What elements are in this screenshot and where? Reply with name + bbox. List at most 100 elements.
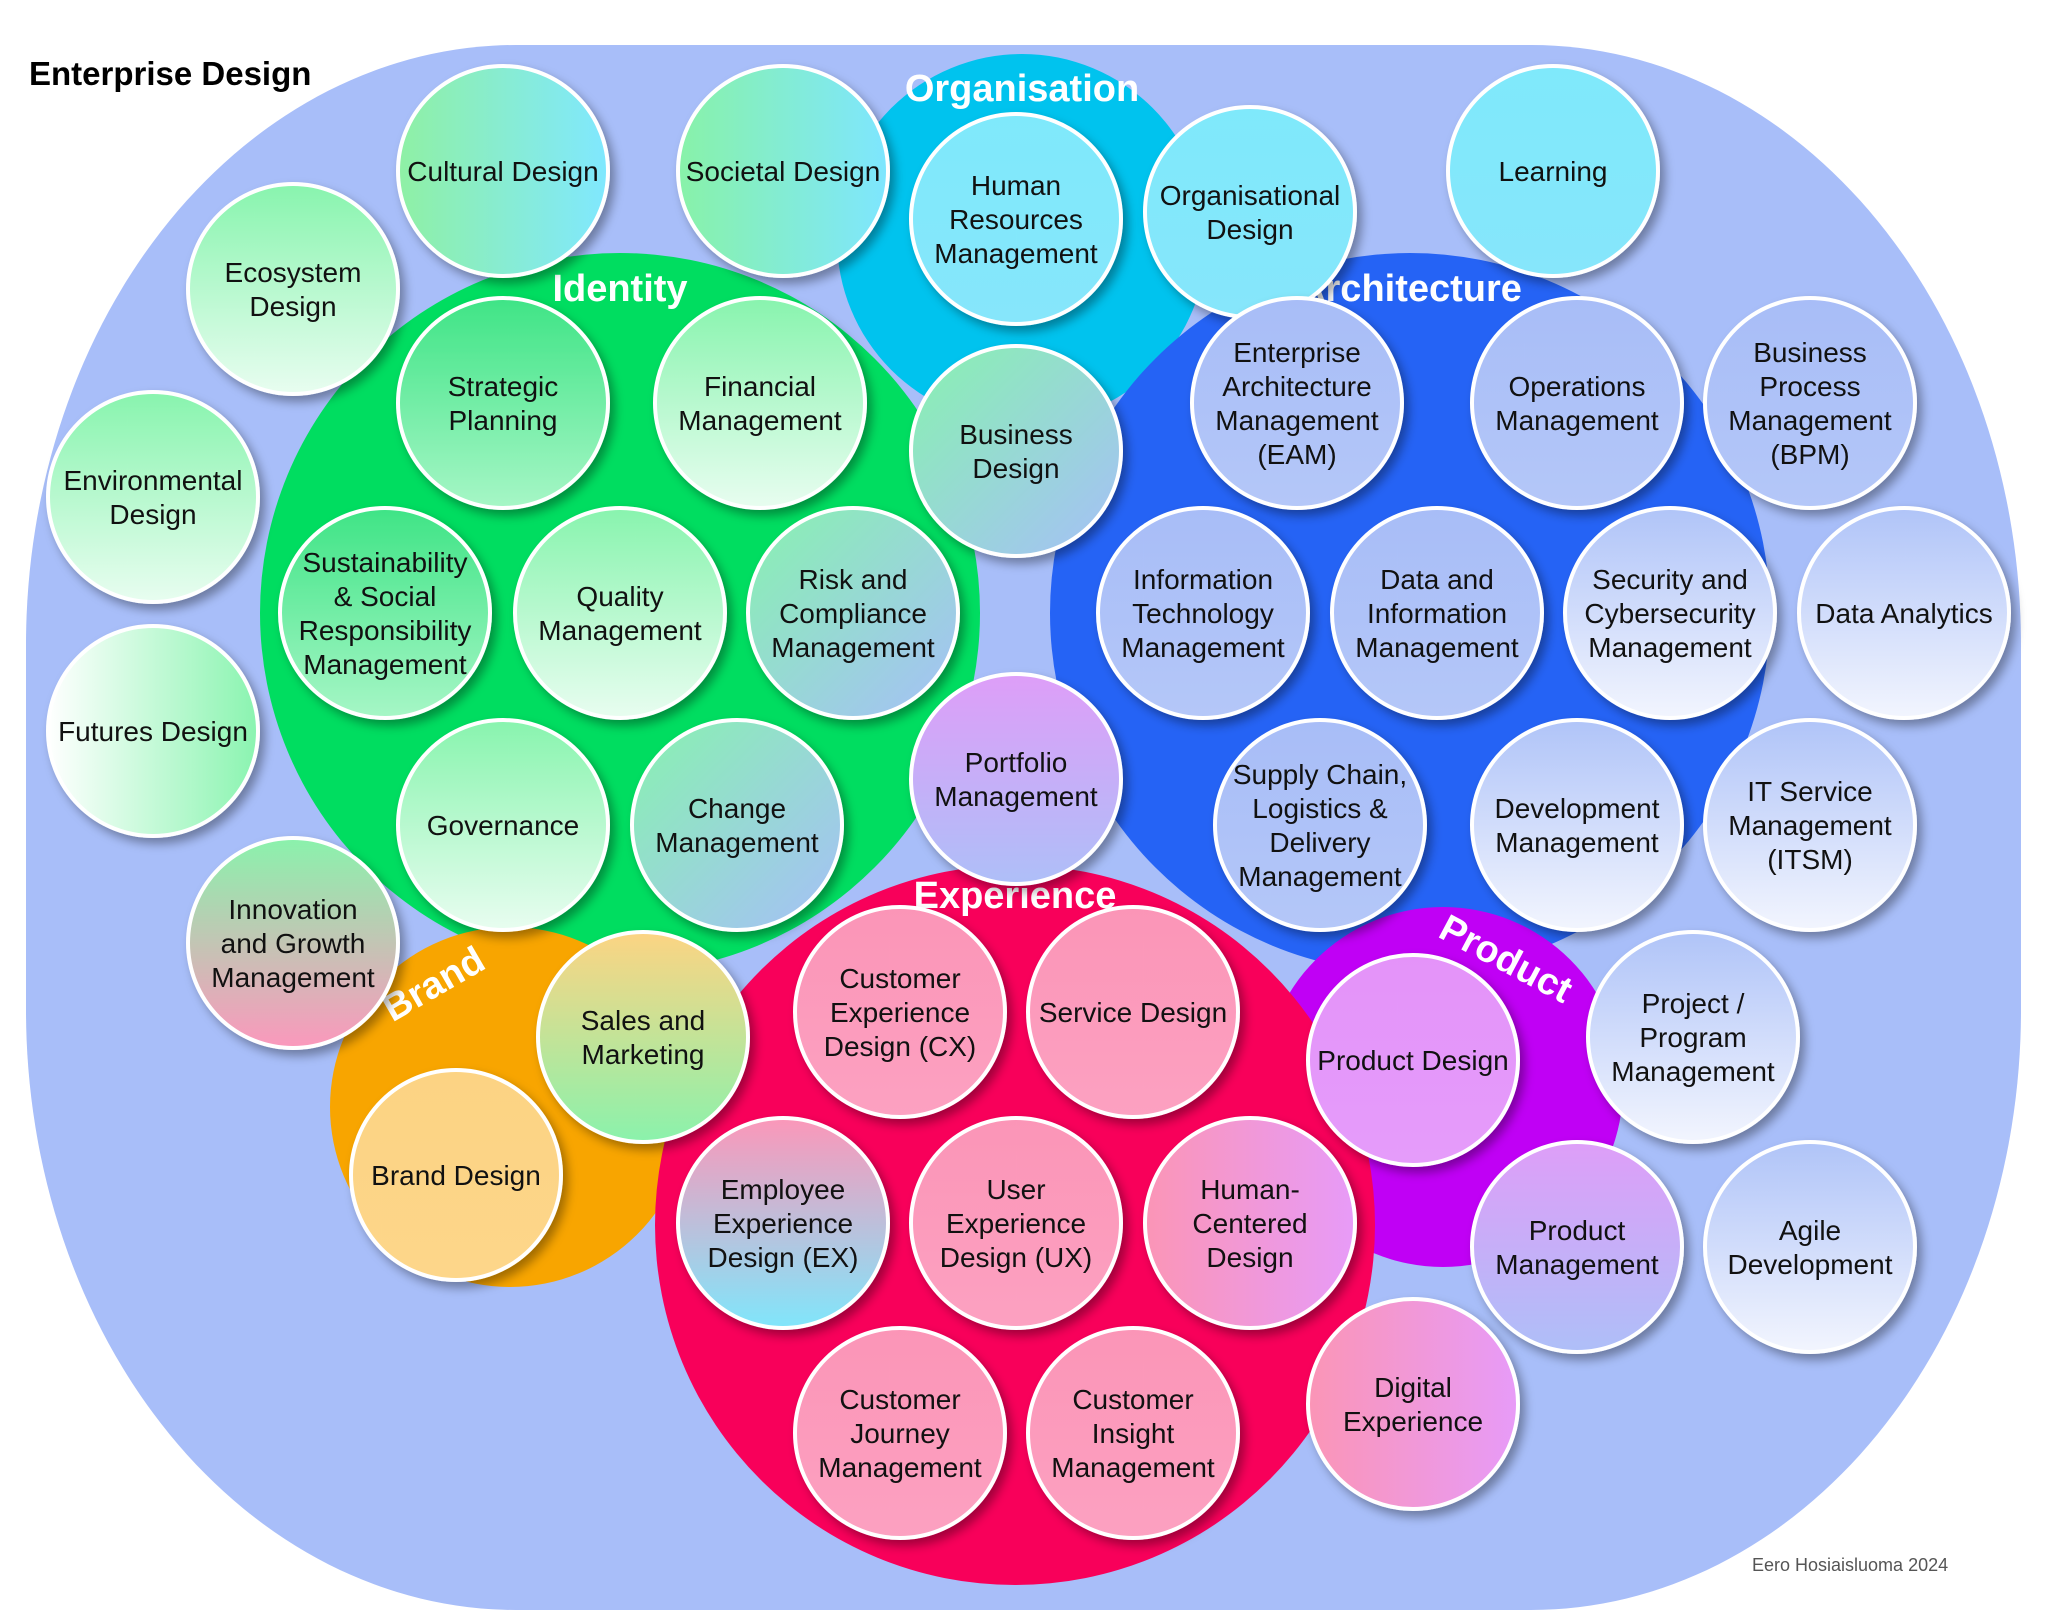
node-label-line: Management [211, 962, 375, 993]
node-label-line: IT Service [1747, 776, 1873, 807]
node-product-design: Product Design [1306, 953, 1520, 1167]
node-label-line: (EAM) [1257, 439, 1336, 470]
group-label-organisation: Organisation [905, 68, 1139, 110]
node-label-societal-design: Societal Design [686, 156, 881, 187]
node-circle-supply-chain-management [1213, 718, 1427, 932]
node-label-governance: Governance [427, 810, 580, 841]
node-circle-user-experience-design [909, 1116, 1123, 1330]
node-label-line: Environmental [64, 465, 243, 496]
node-label-line: Management [771, 632, 935, 663]
node-learning: Learning [1446, 64, 1660, 278]
node-label-line: Customer [839, 1384, 960, 1415]
node-label-line: Experience [713, 1208, 853, 1239]
node-label-line: Delivery [1269, 827, 1370, 858]
node-label-line: Design [972, 453, 1059, 484]
node-circle-digital-experience [1306, 1297, 1520, 1511]
node-futures-design: Futures Design [46, 624, 260, 838]
node-cultural-design: Cultural Design [396, 64, 610, 278]
node-label-line: Compliance [779, 598, 927, 629]
node-circle-business-process-management [1703, 296, 1917, 510]
node-label-line: Data Analytics [1815, 598, 1992, 629]
node-label-line: Experience [1343, 1406, 1483, 1437]
node-label-line: Marketing [582, 1039, 705, 1070]
node-circle-it-service-management [1703, 718, 1917, 932]
node-circle-agile-development [1703, 1140, 1917, 1354]
node-label-line: Service Design [1039, 997, 1227, 1028]
node-label-line: Governance [427, 810, 580, 841]
node-circle-information-technology-management [1096, 506, 1310, 720]
node-societal-design: Societal Design [676, 64, 890, 278]
node-label-line: Process [1759, 371, 1860, 402]
node-label-line: Sales and [581, 1005, 706, 1036]
node-label-product-design: Product Design [1317, 1045, 1508, 1076]
node-label-line: Management [678, 405, 842, 436]
node-label-line: Management [818, 1452, 982, 1483]
node-label-line: Management [538, 615, 702, 646]
node-circle-governance [396, 718, 610, 932]
node-label-line: Data and [1380, 564, 1494, 595]
node-label-line: Risk and [799, 564, 908, 595]
node-circle-human-centered-design [1143, 1116, 1357, 1330]
node-circle-employee-experience-design [676, 1116, 890, 1330]
node-label-line: Futures Design [58, 716, 248, 747]
node-circle-organisational-design [1143, 105, 1357, 319]
node-circle-data-analytics [1797, 506, 2011, 720]
node-label-line: Design [1206, 1242, 1293, 1273]
node-label-line: Operations [1509, 371, 1646, 402]
node-label-line: Management [1215, 405, 1379, 436]
node-label-line: Journey [850, 1418, 950, 1449]
node-label-line: Management [1728, 810, 1892, 841]
node-label-line: Strategic [448, 371, 559, 402]
node-circle-service-design [1026, 905, 1240, 1119]
node-label-line: Management [934, 781, 1098, 812]
node-label-line: and Growth [221, 928, 366, 959]
node-circle-learning [1446, 64, 1660, 278]
node-label-line: Quality [576, 581, 663, 612]
node-circle-quality-management [513, 506, 727, 720]
node-label-line: (BPM) [1770, 439, 1849, 470]
node-label-line: Digital [1374, 1372, 1452, 1403]
node-label-line: Information [1133, 564, 1273, 595]
node-data-analytics: Data Analytics [1797, 506, 2011, 720]
node-circle-change-management [630, 718, 844, 932]
node-circle-ecosystem-design [186, 182, 400, 396]
node-label-line: Management [655, 827, 819, 858]
node-label-line: Learning [1499, 156, 1608, 187]
node-label-line: Customer [839, 963, 960, 994]
node-label-line: Technology [1132, 598, 1274, 629]
node-label-line: Management [1495, 827, 1659, 858]
node-label-data-analytics: Data Analytics [1815, 598, 1992, 629]
node-label-brand-design: Brand Design [371, 1160, 541, 1191]
node-label-line: Management [1588, 632, 1752, 663]
node-label-line: Portfolio [965, 747, 1068, 778]
node-label-line: Societal Design [686, 156, 881, 187]
